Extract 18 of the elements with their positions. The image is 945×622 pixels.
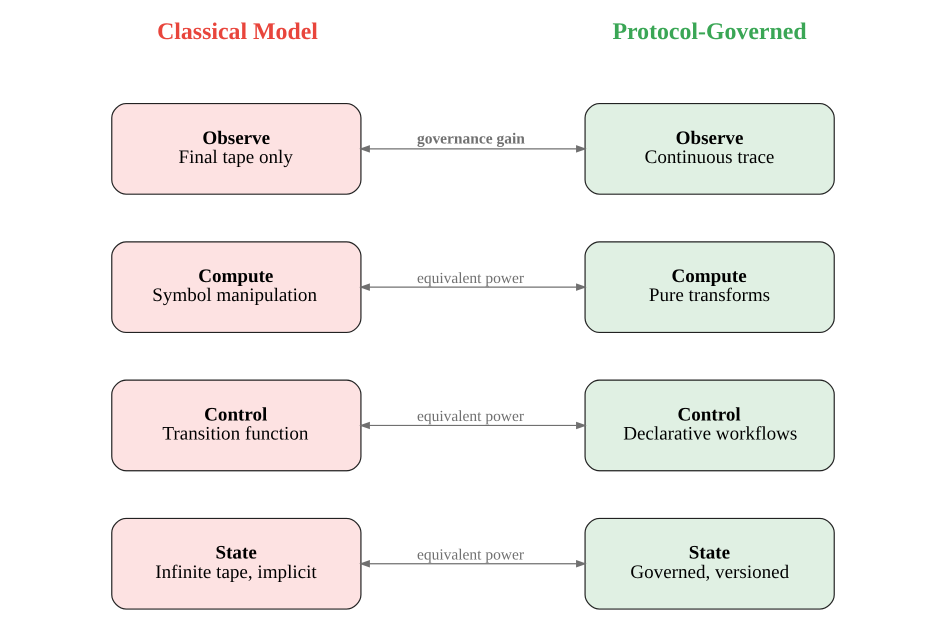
node-box: Control Declarative workflows xyxy=(584,380,834,472)
edge-label: equivalent power xyxy=(416,270,524,287)
node-box: State Infinite tape, implicit xyxy=(110,518,362,610)
label: Classical Model xyxy=(156,19,318,46)
node-box: Observe Continuous trace xyxy=(584,102,834,195)
arrow xyxy=(358,422,586,430)
node-box: Compute Pure transforms xyxy=(584,241,834,334)
arrow xyxy=(358,283,586,291)
node-box: Observe Final tape only xyxy=(110,102,362,195)
node-box: Control Transition function xyxy=(110,380,362,472)
edge-label: equivalent power xyxy=(416,408,524,426)
edge-label: governance gain xyxy=(416,130,524,148)
label: Protocol-Governed xyxy=(612,19,806,46)
arrow xyxy=(358,560,586,568)
node-box: Compute Symbol manipulation xyxy=(110,241,362,334)
edge-label: equivalent power xyxy=(416,546,524,564)
node-box: State Governed, versioned xyxy=(584,518,834,610)
arrow xyxy=(358,145,586,153)
